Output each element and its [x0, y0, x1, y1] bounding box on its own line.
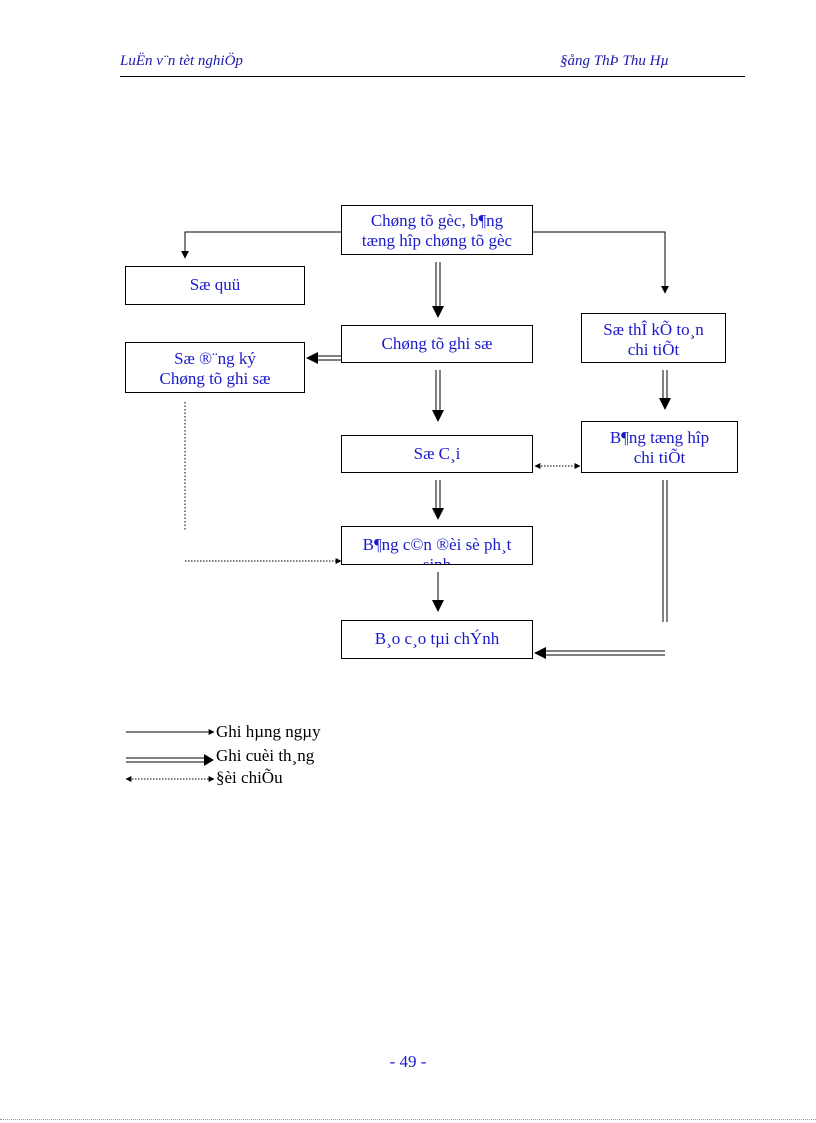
detail-summary-line-1: B¶ng tæng hîp	[609, 428, 710, 447]
arrow-voucher-to-ledger	[432, 370, 444, 422]
arrow-source-to-voucher	[432, 262, 444, 318]
arrow-source-to-cash-book	[181, 231, 341, 259]
header-divider	[120, 76, 745, 77]
header-thesis-title: LuËn v¨n tèt nghiÖp	[120, 53, 243, 69]
financial-reports-label: B¸o c¸o tµi chÝnh	[374, 629, 500, 648]
source-documents-line-1: Chøng tõ gèc, b¶ng	[370, 211, 504, 230]
legend-monthly-line	[126, 754, 214, 766]
arrow-ledger-to-trial-balance	[432, 480, 444, 520]
detail-ledger-box: Sæ thÎ kÕ to¸n chi tiÕt	[581, 313, 726, 363]
financial-reports-box: B¸o c¸o tµi chÝnh	[341, 620, 533, 659]
arrow-voucher-to-register	[306, 352, 341, 364]
arrow-detail-ledger-to-summary	[659, 370, 671, 410]
trial-balance-line-1: B¶ng c©n ®èi sè ph¸t	[362, 535, 512, 554]
legend-reconcile-label: §èi chiÕu	[216, 768, 283, 787]
voucher-register-box: Sæ ®¨ng ký Chøng tõ ghi sæ	[125, 342, 305, 393]
voucher-box: Chøng tõ ghi sæ	[341, 325, 533, 363]
detail-summary-line-2: chi tiÕt	[633, 448, 686, 467]
arrow-summary-to-reports	[534, 480, 668, 659]
bottom-dotted-border	[0, 1119, 816, 1120]
voucher-register-line-2: Chøng tõ ghi sæ	[159, 369, 271, 388]
detail-ledger-line-1: Sæ thÎ kÕ to¸n	[603, 320, 704, 339]
cash-book-label: Sæ quü	[189, 275, 241, 294]
trial-balance-line-2: sinh	[422, 555, 452, 565]
general-ledger-label: Sæ C¸i	[413, 444, 461, 463]
arrow-trial-balance-to-reports	[432, 572, 444, 612]
detail-summary-box: B¶ng tæng hîp chi tiÕt	[581, 421, 738, 473]
voucher-register-line-1: Sæ ®¨ng ký	[174, 349, 256, 368]
trial-balance-box: B¶ng c©n ®èi sè ph¸t sinh	[341, 526, 533, 565]
legend-monthly-label: Ghi cuèi th¸ng	[216, 746, 315, 765]
general-ledger-box: Sæ C¸i	[341, 435, 533, 473]
source-documents-line-2: tæng hîp chøng tõ gèc	[361, 231, 513, 250]
cash-book-box: Sæ quü	[125, 266, 305, 305]
source-documents-box: Chøng tõ gèc, b¶ng tæng hîp chøng tõ gèc	[341, 205, 533, 255]
arrow-source-to-detail-ledger	[533, 231, 669, 294]
legend-daily-label: Ghi hµng ngµy	[216, 722, 321, 741]
page-number: - 49 -	[389, 1052, 427, 1071]
detail-ledger-line-2: chi tiÕt	[627, 340, 680, 359]
header-author-name: §ång ThÞ Thu Hµ	[560, 53, 670, 69]
voucher-label: Chøng tõ ghi sæ	[381, 334, 493, 353]
